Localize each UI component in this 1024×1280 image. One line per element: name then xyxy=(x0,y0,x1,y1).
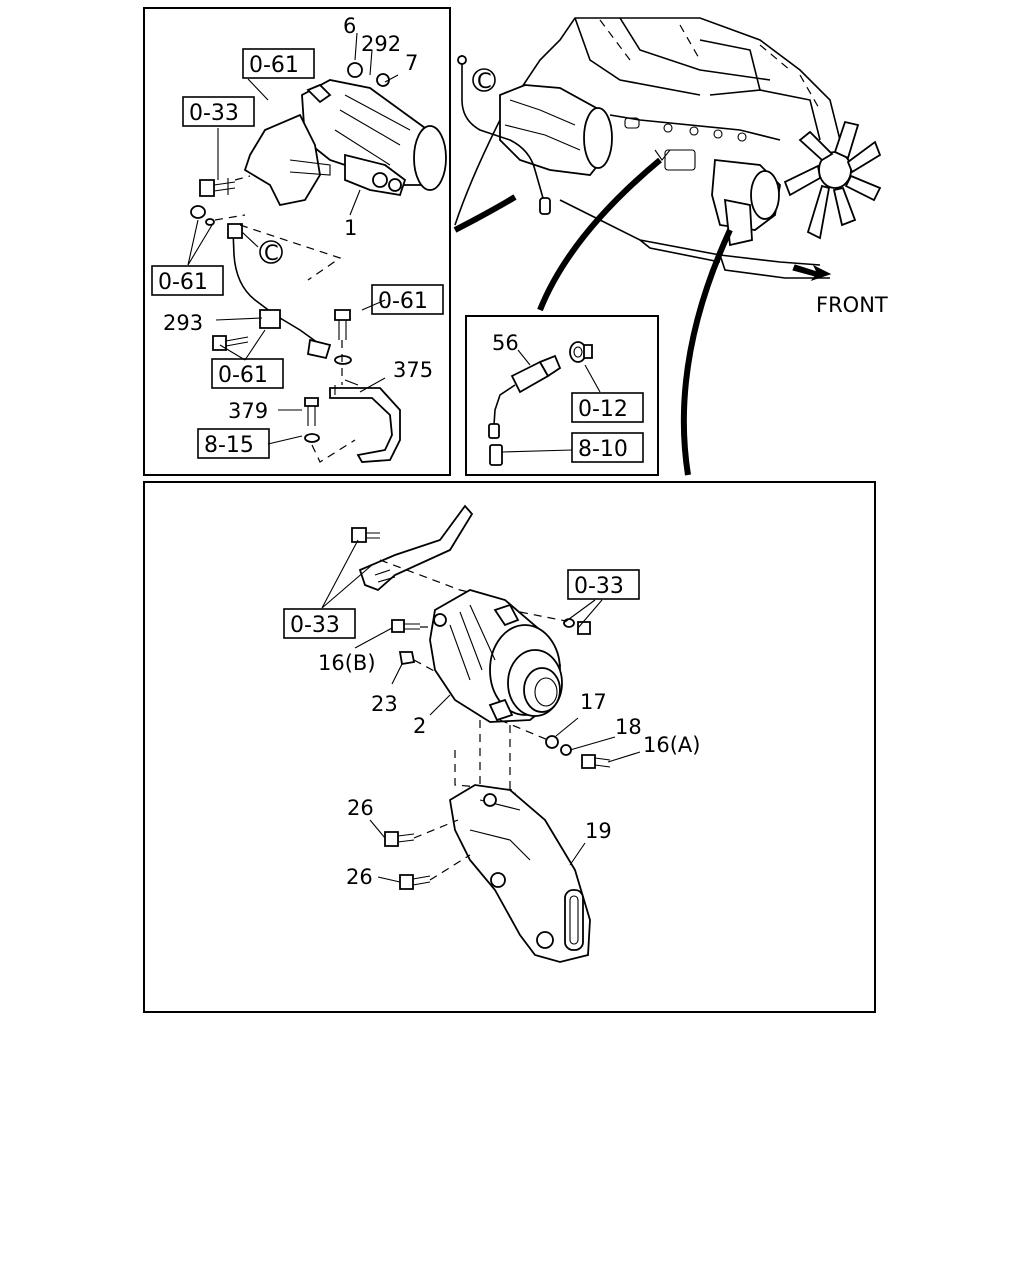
callout-23: 23 xyxy=(371,692,398,716)
callout-375: 375 xyxy=(393,358,433,382)
engine-block-illustration: C FRONT xyxy=(453,17,888,476)
callout-16a: 16(A) xyxy=(643,733,700,757)
ref-box-0-61-right: 0-61 xyxy=(378,289,428,314)
callout-6: 6 xyxy=(343,14,356,38)
connector-c-circle-panel xyxy=(259,240,283,264)
alternator-illustration xyxy=(429,589,563,723)
callout-18: 18 xyxy=(615,715,642,739)
callout-379: 379 xyxy=(228,399,268,423)
starter-panel: C 6 292 7 1 293 xyxy=(151,14,447,463)
leader-arc-alternator xyxy=(680,228,733,476)
alternator-panel: 16(B) 23 2 17 18 16(A) 26 26 19 0-33 0-3… xyxy=(283,504,700,963)
alternator-bracket-illustration xyxy=(449,784,591,963)
alternator-panel-frame xyxy=(143,481,876,1013)
leader-arc-sensor xyxy=(537,157,662,312)
ref-box-8-10: 8-10 xyxy=(578,437,628,462)
sensor-panel: 56 0-12 8-10 xyxy=(488,331,644,466)
sensor-panel-frame xyxy=(465,315,659,476)
callout-2: 2 xyxy=(413,714,426,738)
callout-1: 1 xyxy=(344,216,357,240)
connector-c-circle xyxy=(472,68,496,92)
callout-16b: 16(B) xyxy=(318,651,376,675)
ref-box-0-12: 0-12 xyxy=(578,397,628,422)
front-arrow-icon xyxy=(792,264,832,281)
connector-c-label: C xyxy=(477,69,492,93)
ref-box-0-61-bottom: 0-61 xyxy=(218,363,268,388)
callout-26-bottom: 26 xyxy=(346,865,373,889)
callout-292: 292 xyxy=(361,32,401,56)
callout-19: 19 xyxy=(585,819,612,843)
callout-293: 293 xyxy=(163,311,203,335)
ref-box-0-33-left: 0-33 xyxy=(290,613,340,638)
callout-7: 7 xyxy=(405,51,418,75)
callout-17: 17 xyxy=(580,690,607,714)
front-label: FRONT xyxy=(816,293,888,317)
starter-panel-frame xyxy=(143,7,451,476)
ref-box-0-33: 0-33 xyxy=(189,101,239,126)
ref-box-8-15: 8-15 xyxy=(204,433,254,458)
starter-motor-illustration xyxy=(301,62,447,197)
fan-icon xyxy=(783,120,882,240)
callout-26-top: 26 xyxy=(347,796,374,820)
connector-c-label-panel: C xyxy=(264,241,279,265)
ref-box-0-33-right: 0-33 xyxy=(574,574,624,599)
ref-box-0-61-top: 0-61 xyxy=(249,53,299,78)
callout-56: 56 xyxy=(492,331,519,355)
ref-box-0-61-left: 0-61 xyxy=(158,270,208,295)
leader-arc-starter xyxy=(453,194,517,233)
